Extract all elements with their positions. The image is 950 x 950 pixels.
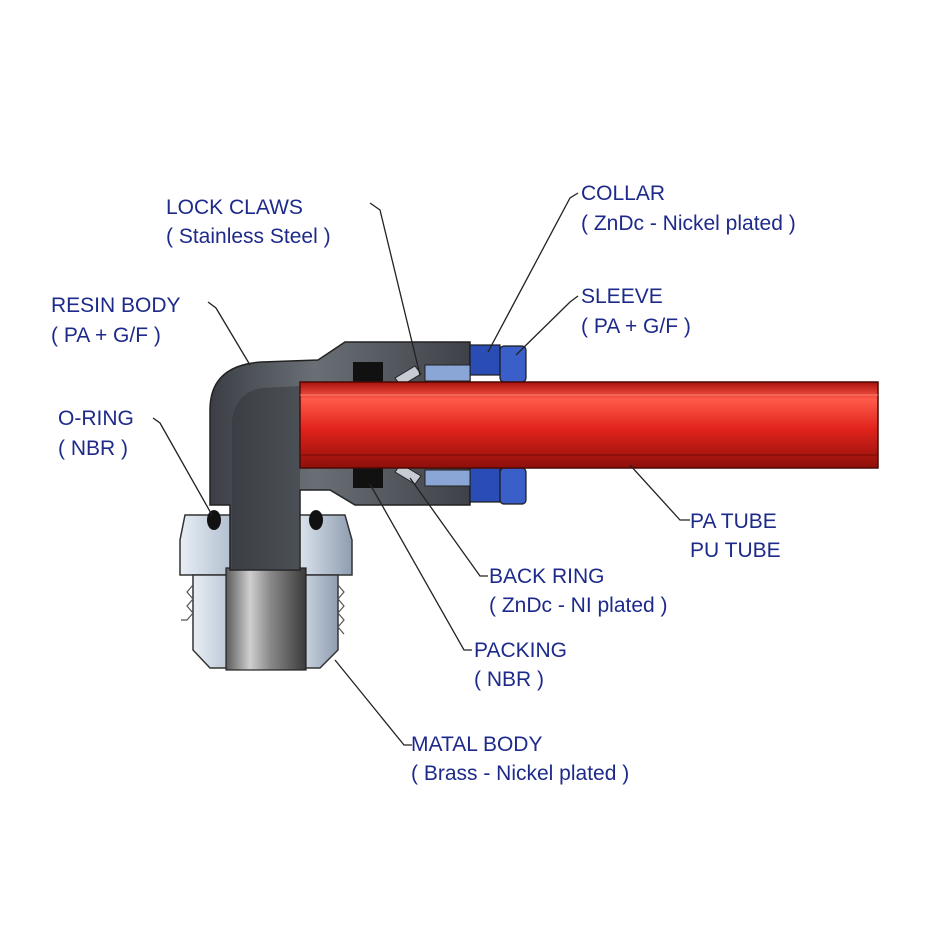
- metal-body-leader: [334, 659, 412, 746]
- lock-claws-label: LOCK CLAWS: [166, 196, 303, 219]
- tube-leader: [629, 464, 690, 521]
- resin-body-leader: [207, 301, 251, 366]
- resin-body-material: ( PA + G/F ): [51, 324, 161, 347]
- o-ring-material: ( NBR ): [58, 437, 128, 460]
- o-ring-label: O-RING: [58, 407, 134, 430]
- lock-claws-leader: [369, 202, 421, 376]
- back-ring-label: BACK RING: [489, 565, 605, 588]
- o-ring-part: [207, 510, 323, 530]
- metal-body-material: ( Brass - Nickel plated ): [411, 762, 629, 785]
- sleeve-leader: [515, 295, 579, 356]
- resin-body-label: RESIN BODY: [51, 294, 181, 317]
- back-ring-material: ( ZnDc - NI plated ): [489, 594, 668, 617]
- packing-leader: [369, 483, 472, 651]
- collar-label: COLLAR: [581, 182, 665, 205]
- metal-body-label: MATAL BODY: [411, 733, 542, 756]
- tube-part: [299, 381, 879, 469]
- sleeve-part: [499, 345, 527, 505]
- lock-claws-material: ( Stainless Steel ): [166, 225, 331, 248]
- packing-material: ( NBR ): [474, 668, 544, 691]
- sleeve-label: SLEEVE: [581, 285, 663, 308]
- collar-material: ( ZnDc - Nickel plated ): [581, 212, 796, 235]
- tube-label: PA TUBE: [690, 510, 777, 533]
- sleeve-material: ( PA + G/F ): [581, 315, 691, 338]
- tube-secondary-label: PU TUBE: [690, 539, 781, 562]
- o-ring-leader: [152, 417, 213, 516]
- metal-core: [225, 567, 307, 671]
- inner-parts: [353, 362, 471, 488]
- collar-leader: [487, 192, 579, 353]
- packing-label: PACKING: [474, 639, 567, 662]
- back-ring-leader: [409, 477, 488, 577]
